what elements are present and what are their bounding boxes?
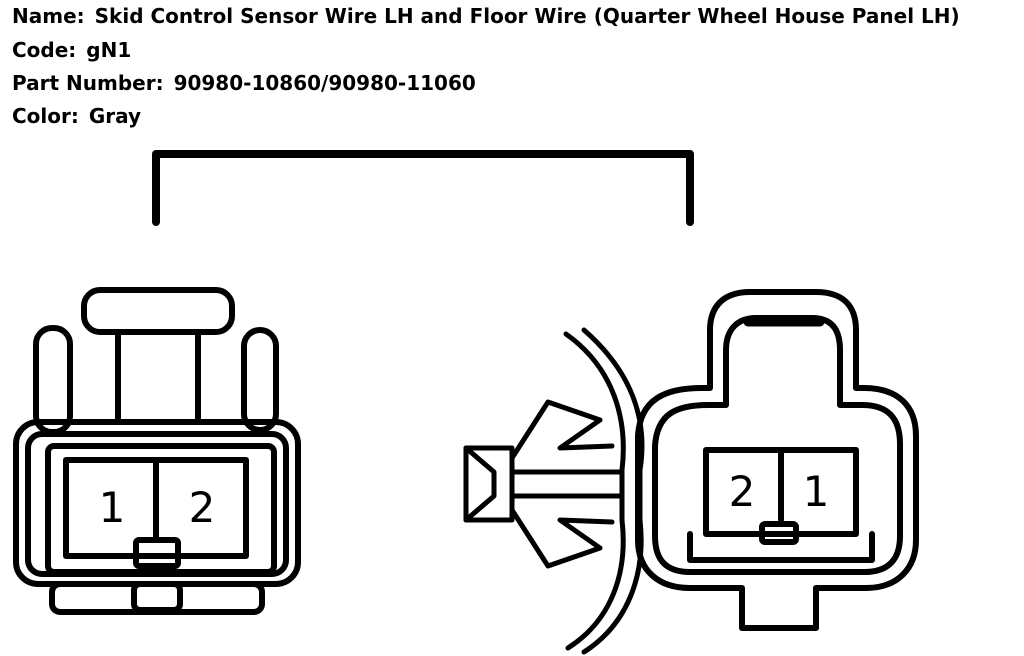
right-terminal-frame bbox=[687, 531, 875, 563]
left-top-tab bbox=[81, 287, 235, 335]
left-side-latch-left bbox=[33, 325, 73, 435]
color-value: Gray bbox=[88, 104, 142, 128]
left-side-latch-right bbox=[241, 327, 279, 433]
clip-head-face bbox=[463, 445, 497, 523]
right-pin-2-label: 2 bbox=[729, 467, 756, 516]
part-number-label: Part Number: bbox=[12, 71, 164, 95]
part-number-value: 90980-10860/90980-11060 bbox=[173, 71, 476, 95]
right-pin-1-label: 1 bbox=[803, 467, 830, 516]
clip-arc-inner bbox=[581, 327, 645, 655]
left-connector bbox=[13, 287, 301, 615]
part-number-row: Part Number: 90980-10860/90980-11060 bbox=[12, 67, 476, 99]
code-label: Code: bbox=[12, 38, 77, 62]
clip-prong-upper bbox=[509, 399, 615, 461]
name-row: Name: Skid Control Sensor Wire LH and Flo… bbox=[12, 0, 960, 32]
right-housing-outer bbox=[635, 289, 919, 631]
name-value: Skid Control Sensor Wire LH and Floor Wi… bbox=[94, 4, 960, 28]
mating-bracket bbox=[152, 150, 694, 226]
clip-head bbox=[463, 445, 515, 523]
clip-arc-outer bbox=[563, 331, 626, 651]
right-housing-inner bbox=[652, 315, 903, 575]
clip-prong-lower bbox=[509, 507, 615, 569]
left-pin-1-label: 1 bbox=[99, 483, 126, 532]
color-row: Color: Gray bbox=[12, 100, 141, 132]
right-lock-key bbox=[759, 521, 799, 545]
code-value: gN1 bbox=[86, 38, 132, 62]
left-lock-key bbox=[133, 537, 181, 569]
code-row: Code: gN1 bbox=[12, 34, 131, 66]
left-pin-2-label: 2 bbox=[189, 483, 216, 532]
left-bottom-tab bbox=[131, 581, 183, 613]
left-terminal-frame bbox=[45, 443, 277, 575]
left-neck bbox=[115, 329, 201, 423]
name-label: Name: bbox=[12, 4, 85, 28]
right-connector bbox=[463, 289, 919, 655]
clip-stem bbox=[509, 469, 625, 499]
color-label: Color: bbox=[12, 104, 79, 128]
